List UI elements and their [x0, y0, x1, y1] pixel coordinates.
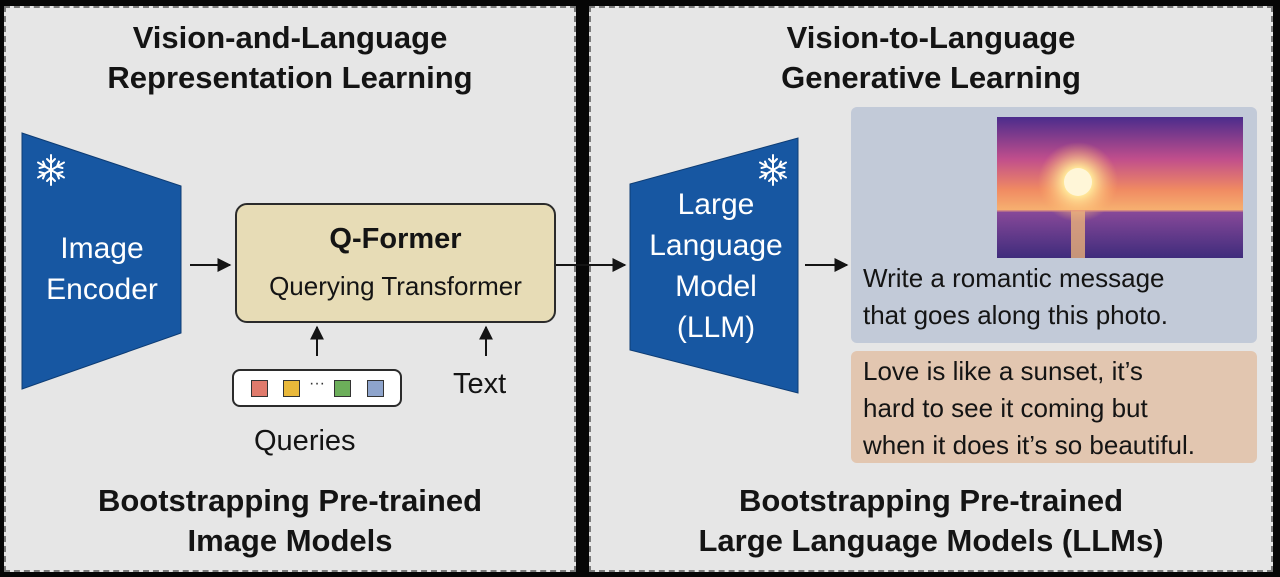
- llm-line3: Model: [675, 270, 757, 303]
- left-title-line2: Representation Learning: [107, 60, 473, 95]
- left-caption-line2: Image Models: [187, 523, 393, 558]
- qformer-title: Q-Former: [329, 223, 462, 255]
- right-caption-line2: Large Language Models (LLMs): [698, 523, 1164, 558]
- answer-line3: when it does it’s so beautiful.: [863, 430, 1195, 460]
- answer-text: Love is like a sunset, it’s hard to see …: [863, 353, 1195, 464]
- sunset-photo: [997, 117, 1243, 258]
- image-encoder-shape: [21, 132, 182, 390]
- right-title-line1: Vision-to-Language: [786, 20, 1076, 55]
- right-panel-caption: Bootstrapping Pre-trained Large Language…: [589, 481, 1273, 561]
- llm-label: Large Language Model (LLM): [630, 184, 802, 348]
- llm-line4: (LLM): [676, 311, 756, 344]
- right-title-line2: Generative Learning: [781, 60, 1081, 95]
- query-token: [367, 380, 384, 397]
- qformer-subtitle: Querying Transformer: [269, 271, 522, 301]
- answer-box: [851, 351, 1257, 463]
- llm-shape: [629, 137, 799, 394]
- prompt-text: Write a romantic message that goes along…: [863, 260, 1168, 334]
- answer-line2: hard to see it coming but: [863, 393, 1148, 423]
- answer-line1: Love is like a sunset, it’s: [863, 356, 1143, 386]
- queries-label: Queries: [254, 425, 356, 457]
- text-label: Text: [453, 368, 507, 400]
- image-encoder-line1: Image: [60, 232, 144, 265]
- query-token: [283, 380, 300, 397]
- llm-line1: Large: [677, 188, 755, 221]
- llm-line2: Language: [649, 229, 783, 262]
- queries-box: ···: [232, 369, 402, 407]
- prompt-line2: that goes along this photo.: [863, 300, 1169, 330]
- left-title-line1: Vision-and-Language: [132, 20, 448, 55]
- prompt-line1: Write a romantic message: [863, 263, 1165, 293]
- query-token: [334, 380, 351, 397]
- left-caption-line1: Bootstrapping Pre-trained: [97, 483, 483, 518]
- image-encoder-line2: Encoder: [46, 273, 158, 306]
- right-caption-line1: Bootstrapping Pre-trained: [738, 483, 1124, 518]
- qformer-block: Q-Former Querying Transformer: [235, 203, 556, 323]
- query-token: [251, 380, 268, 397]
- right-panel-title: Vision-to-Language Generative Learning: [589, 18, 1273, 98]
- left-panel-caption: Bootstrapping Pre-trained Image Models: [4, 481, 576, 561]
- left-panel-title: Vision-and-Language Representation Learn…: [4, 18, 576, 98]
- image-encoder-label: Image Encoder: [22, 228, 182, 310]
- query-ellipsis: ···: [309, 375, 325, 392]
